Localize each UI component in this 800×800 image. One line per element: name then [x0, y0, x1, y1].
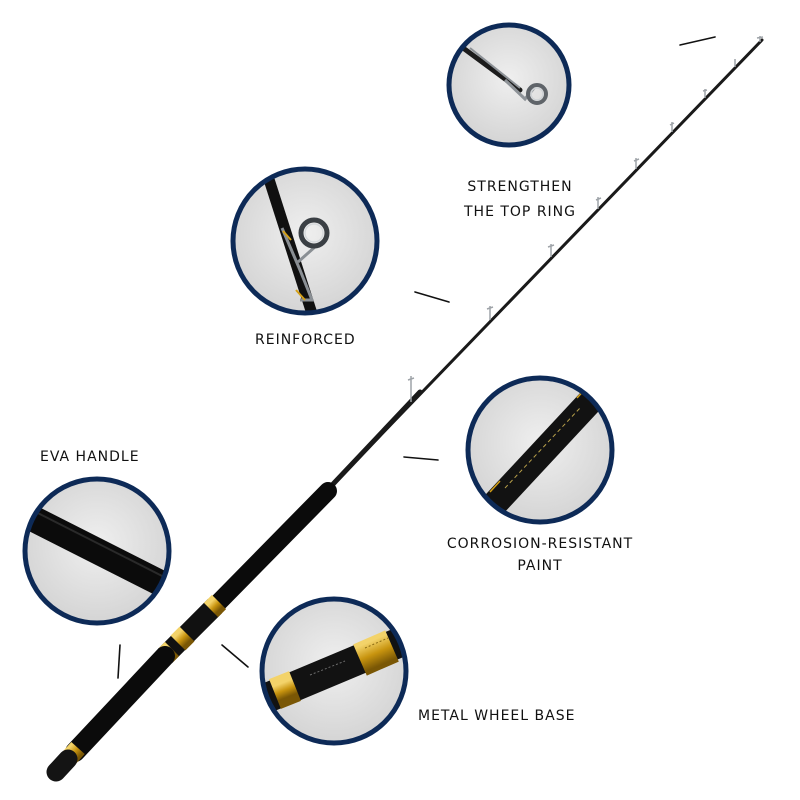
gold-trim-2 [170, 626, 195, 651]
rod-guides [407, 36, 764, 402]
rod [46, 36, 764, 782]
pointer-paint [403, 456, 439, 461]
butt-cap [46, 749, 78, 782]
gold-trim-1 [203, 594, 227, 618]
pointer-handle [117, 644, 121, 679]
callout-label-reinforced: REINFORCED [255, 332, 356, 348]
callout-label-metal-wheel-base: METAL WHEEL BASE [418, 708, 576, 724]
callout-pointers [117, 36, 716, 679]
tip-top [756, 36, 764, 42]
detail-corrosion-resistant-paint [465, 375, 615, 525]
guide-2 [486, 306, 494, 320]
pointer-reel-seat [221, 644, 249, 668]
guide-7 [702, 89, 708, 98]
detail-reinforced-guide [230, 166, 380, 316]
callout-label-paint-line2: PAINT [517, 558, 563, 574]
guide-4 [595, 197, 602, 209]
callout-label-paint: CORROSION-RESISTANT PAINT [440, 533, 640, 577]
rod-blank-thick [315, 389, 423, 503]
fore-grip [206, 482, 337, 615]
detail-eva-handle [22, 476, 172, 626]
guide-1 [407, 376, 415, 402]
guide-6 [669, 122, 675, 132]
callout-label-top-ring-line1: STRENGTHEN [467, 179, 573, 195]
callout-label-paint-line1: CORROSION-RESISTANT [446, 536, 634, 552]
rear-grip [65, 646, 175, 762]
callout-label-top-ring: STRENGTHEN THE TOP RING [450, 175, 590, 225]
callout-label-top-ring-line2: THE TOP RING [463, 204, 577, 220]
pointer-guide [414, 291, 450, 303]
guide-3 [547, 244, 555, 257]
guide-5 [633, 158, 640, 169]
reel-seat-body [157, 598, 223, 664]
detail-top-ring [446, 22, 572, 148]
detail-metal-wheel-base [259, 596, 409, 746]
pointer-top-ring [679, 36, 716, 46]
callout-label-eva-handle: EVA HANDLE [40, 449, 140, 465]
